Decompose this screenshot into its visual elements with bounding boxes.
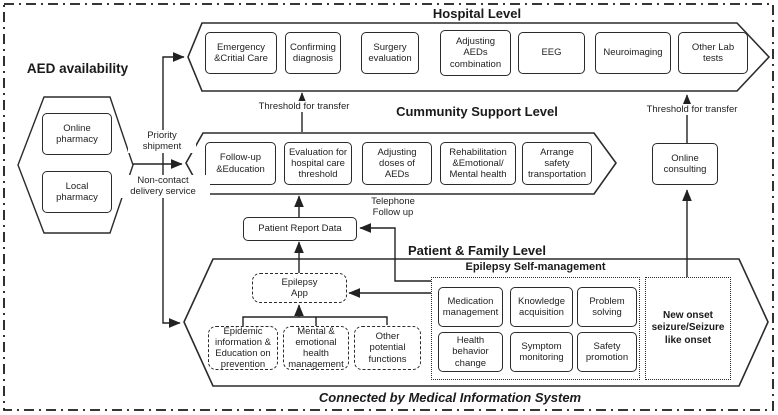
community-box-adjusting-doses: Adjusting doses of AEDs: [362, 142, 432, 185]
hospital-box-emergency-critical-care: Emergency &Critial Care: [205, 32, 277, 74]
hospital-box-adjusting-aeds-combination: Adjusting AEDs combination: [440, 30, 511, 76]
arrow-aed-to-patient: [162, 164, 181, 328]
aed-box-online-pharmacy: Online pharmacy: [42, 113, 112, 155]
self-management-container: [431, 277, 640, 380]
patient-banner: [183, 258, 769, 387]
outer-frame: [3, 3, 774, 411]
patient-level-title: Patient & Family Level: [408, 243, 546, 258]
selfmgmt-box-knowledge-acquisition: Knowledge acquisition: [510, 287, 573, 327]
label-telephone-follow-up: Telephone Follow up: [371, 196, 415, 219]
community-banner: [185, 132, 617, 195]
hospital-box-surgery-evaluation: Surgery evaluation: [361, 32, 419, 74]
aed-availability-title: AED availability: [26, 61, 129, 76]
selfmgmt-box-problem-solving: Problem solving: [577, 287, 637, 327]
arrow-aed-to-hospital: [162, 52, 185, 164]
community-box-follow-up-education: Follow-up &Education: [205, 142, 276, 185]
community-box-arrange-transportation: Arrange safety transportation: [522, 142, 592, 185]
patient-report-data-box: Patient Report Data: [243, 217, 357, 241]
line-modules-connector: [242, 316, 388, 326]
self-management-title: Epilepsy Self-management: [465, 261, 606, 273]
app-module-epidemic-information: Epidemic information & Education on prev…: [208, 326, 278, 370]
label-threshold-transfer-left: Threshold for transfer: [250, 101, 358, 113]
app-module-mental-emotional-health: Mental & emotional health management: [283, 326, 349, 370]
label-non-contact-delivery: Non-contact delivery service: [116, 175, 210, 198]
hospital-box-eeg: EEG: [518, 32, 585, 74]
app-module-other-potential-functions: Other potential functions: [354, 326, 421, 370]
label-priority-shipment: Priority shipment: [128, 130, 196, 153]
community-level-title: Cummunity Support Level: [396, 104, 558, 119]
aed-hexagon: [17, 96, 134, 234]
community-box-rehabilitation-mental-health: Rehabilitation &Emotional/ Mental health: [440, 142, 516, 185]
footer-caption: Connected by Medical Information System: [318, 390, 582, 405]
hospital-level-title: Hospital Level: [432, 6, 522, 21]
selfmgmt-box-symptom-monitoring: Symptom monitoring: [510, 332, 573, 372]
hospital-banner: [187, 22, 771, 92]
online-consulting-box: Online consulting: [652, 143, 718, 185]
hospital-box-neuroimaging: Neuroimaging: [595, 32, 671, 74]
arrow-telephone-followup: [359, 223, 431, 282]
aed-box-local-pharmacy: Local pharmacy: [42, 171, 112, 213]
selfmgmt-box-health-behavior-change: Health behavior change: [438, 332, 503, 372]
label-threshold-transfer-right: Threshold for transfer: [637, 104, 747, 116]
hospital-box-other-lab-tests: Other Lab tests: [678, 32, 748, 74]
selfmgmt-box-medication-management: Medication management: [438, 287, 503, 327]
epilepsy-app-box: Epilepsy App: [252, 273, 347, 303]
hospital-box-confirming-diagnosis: Confirming diagnosis: [285, 32, 341, 74]
new-onset-seizure-box: New onset seizure/Seizure like onset: [645, 277, 731, 380]
community-box-evaluation-hospital-care: Evaluation for hospital care threshold: [284, 142, 352, 185]
selfmgmt-box-safety-promotion: Safety promotion: [577, 332, 637, 372]
